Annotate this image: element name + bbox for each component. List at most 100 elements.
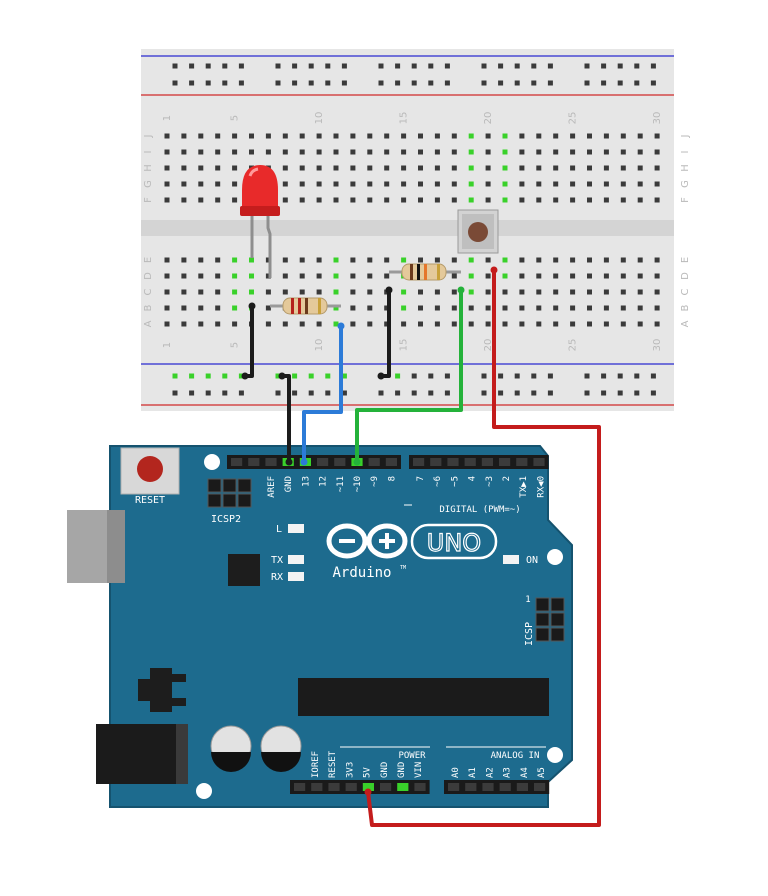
- breadboard-hole: [215, 133, 221, 139]
- breadboard-hole: [181, 197, 187, 203]
- resistor-led: [270, 297, 341, 315]
- rail-hole: [547, 80, 553, 86]
- header-pin[interactable]: [362, 783, 374, 791]
- row-letter: E: [680, 257, 691, 263]
- rail-hole: [172, 390, 178, 396]
- rail-hole: [411, 373, 417, 379]
- wire-end: [364, 788, 372, 796]
- breadboard-hole: [367, 133, 373, 139]
- header-pin[interactable]: [385, 458, 397, 466]
- icsp-label: ICSP: [524, 622, 535, 646]
- column-number-top: 10: [314, 112, 325, 125]
- breadboard-hole: [350, 321, 356, 327]
- header-pin[interactable]: [465, 783, 477, 791]
- led-shine: [248, 167, 259, 177]
- breadboard-hole: [603, 149, 609, 155]
- header-pin[interactable]: [380, 783, 392, 791]
- breadboard-hole: [198, 273, 204, 279]
- breadboard-hole: [637, 321, 643, 327]
- breadboard-hole: [536, 181, 542, 187]
- header-pin[interactable]: [413, 458, 425, 466]
- breadboard-hole: [350, 273, 356, 279]
- rail-hole: [617, 390, 623, 396]
- header-pin[interactable]: [368, 458, 380, 466]
- header-pin[interactable]: [464, 458, 476, 466]
- reset-button[interactable]: [137, 456, 163, 482]
- breadboard-hole: [570, 197, 576, 203]
- header-pin[interactable]: [516, 783, 528, 791]
- header-pin[interactable]: [481, 458, 493, 466]
- breadboard-hole: [620, 165, 626, 171]
- pin-label: AREF: [267, 476, 277, 498]
- pin-label: 12: [319, 476, 329, 487]
- power-jack-rim: [176, 724, 188, 784]
- header-pin[interactable]: [533, 458, 545, 466]
- breadboard-hole: [434, 321, 440, 327]
- breadboard-hole: [232, 305, 238, 311]
- breadboard-hole: [282, 289, 288, 295]
- header-pin[interactable]: [499, 458, 511, 466]
- breadboard-hole: [181, 321, 187, 327]
- pin-label: IOREF: [311, 751, 321, 778]
- breadboard-hole: [164, 149, 170, 155]
- breadboard-hole: [249, 289, 254, 295]
- breadboard-hole: [265, 305, 271, 311]
- pin-label: 3V3: [345, 762, 355, 778]
- breadboard-hole: [570, 165, 576, 171]
- breadboard-hole: [587, 133, 592, 139]
- header-pin[interactable]: [345, 783, 357, 791]
- header-pin[interactable]: [482, 783, 494, 791]
- breadboard-hole: [536, 149, 542, 155]
- led-dome: [242, 165, 278, 208]
- breadboard-hole: [519, 257, 525, 263]
- breadboard-hole: [232, 321, 238, 327]
- header-pin[interactable]: [328, 783, 340, 791]
- column-number-top: 25: [568, 112, 579, 125]
- breadboard-hole: [519, 305, 525, 311]
- breadboard-hole: [401, 257, 407, 263]
- pushbutton[interactable]: [457, 209, 499, 254]
- breadboard-hole: [485, 305, 491, 311]
- breadboard-hole: [451, 133, 457, 139]
- header-pin[interactable]: [499, 783, 511, 791]
- header-pin[interactable]: [317, 458, 329, 466]
- led-base: [240, 206, 280, 216]
- breadboard-hole: [468, 257, 474, 263]
- pushbutton-cap[interactable]: [468, 222, 488, 242]
- breadboard-hole: [282, 133, 288, 139]
- icsp2-label: ICSP2: [211, 514, 241, 525]
- voltage-regulator-leg: [172, 674, 186, 682]
- breadboard-hole: [434, 257, 440, 263]
- pin-label: 7: [416, 476, 426, 481]
- breadboard-hole: [350, 181, 356, 187]
- led-l-indicator: [288, 524, 304, 533]
- pin-label: 5V: [363, 767, 373, 778]
- header-pin[interactable]: [534, 783, 546, 791]
- breadboard-hole: [316, 321, 322, 327]
- breadboard-hole: [418, 165, 423, 171]
- rail-hole: [514, 80, 520, 86]
- rail-hole: [498, 373, 504, 379]
- header-pin[interactable]: [334, 458, 346, 466]
- breadboard-hole: [485, 165, 491, 171]
- icsp2-pin: [237, 493, 252, 508]
- header-pin[interactable]: [265, 458, 277, 466]
- breadboard-hole: [265, 149, 271, 155]
- rail-hole: [584, 390, 590, 396]
- header-pin[interactable]: [231, 458, 243, 466]
- breadboard-hole: [367, 305, 373, 311]
- breadboard-hole: [401, 181, 407, 187]
- breadboard-hole: [451, 321, 457, 327]
- header-pin[interactable]: [447, 458, 459, 466]
- header-pin[interactable]: [516, 458, 528, 466]
- row-letter: C: [143, 288, 154, 295]
- header-pin[interactable]: [414, 783, 426, 791]
- header-pin[interactable]: [248, 458, 260, 466]
- header-pin[interactable]: [430, 458, 442, 466]
- rail-hole: [584, 80, 590, 86]
- breadboard-hole: [468, 133, 474, 139]
- header-pin[interactable]: [397, 783, 409, 791]
- header-pin[interactable]: [294, 783, 306, 791]
- header-pin[interactable]: [311, 783, 323, 791]
- header-pin[interactable]: [448, 783, 460, 791]
